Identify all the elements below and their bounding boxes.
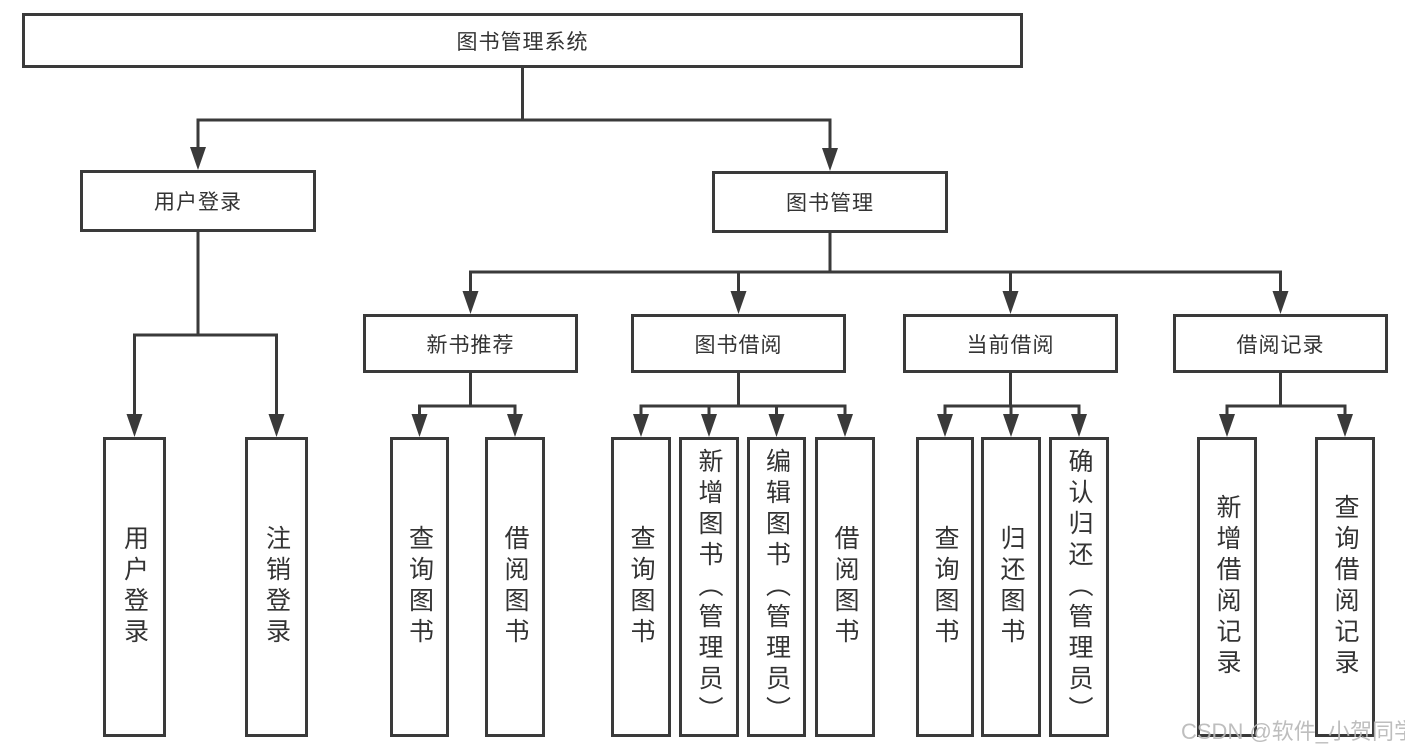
leaf-logout: 注销登录 (245, 437, 308, 737)
leaf-return-books: 归还图书 (981, 437, 1041, 737)
node-borrow-records: 借阅记录 (1173, 314, 1388, 373)
arrowheads (126, 147, 1353, 437)
node-current-borrow: 当前借阅 (903, 314, 1118, 373)
leaf-query-books-current: 查询图书 (916, 437, 974, 737)
node-library-management-system: 图书管理系统 (22, 13, 1023, 68)
leaf-borrow-books-recommend: 借阅图书 (485, 437, 545, 737)
node-new-book-recommend: 新书推荐 (363, 314, 578, 373)
leaf-query-books-borrow: 查询图书 (611, 437, 671, 737)
node-book-management: 图书管理 (712, 171, 948, 233)
leaf-query-borrow-record: 查询借阅记录 (1315, 437, 1375, 737)
leaf-add-borrow-record: 新增借阅记录 (1197, 437, 1257, 737)
leaf-query-books-recommend: 查询图书 (390, 437, 449, 737)
leaf-add-book-admin: 新增图书（管理员） (679, 437, 739, 737)
node-user-login: 用户登录 (80, 170, 316, 232)
leaf-user-login: 用户登录 (103, 437, 166, 737)
leaf-confirm-return-admin: 确认归还（管理员） (1049, 437, 1109, 737)
node-book-borrow: 图书借阅 (631, 314, 846, 373)
leaf-edit-book-admin: 编辑图书（管理员） (747, 437, 806, 737)
csdn-watermark: CSDN @软件_小贺同学 (1181, 719, 1405, 744)
leaf-borrow-books: 借阅图书 (815, 437, 875, 737)
